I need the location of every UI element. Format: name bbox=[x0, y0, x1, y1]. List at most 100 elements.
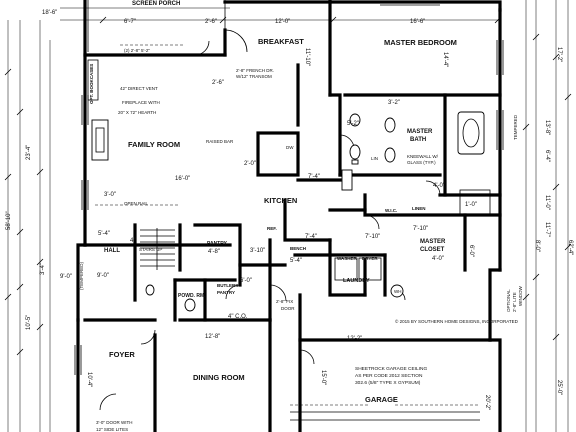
dim-kitchen-w2: 7'-4" bbox=[305, 234, 317, 240]
note-optional-window-1: OPTIONAL bbox=[506, 289, 511, 312]
room-screen-porch: SCREEN PORCH bbox=[132, 1, 180, 7]
dim-top-a: 18'-6" bbox=[42, 10, 57, 16]
dim-misc-i: 4" bbox=[130, 238, 135, 244]
dim-breakfast-d: 11'-10" bbox=[304, 48, 310, 66]
room-dining: DINING ROOM bbox=[193, 373, 245, 382]
note-lin: LIN bbox=[371, 156, 378, 161]
note-windows-top: (2) 2'-8" 5'-2" bbox=[124, 48, 150, 53]
room-bench: BENCH bbox=[290, 246, 306, 251]
dim-misc-c: 4'-0" bbox=[432, 256, 444, 262]
room-family-room: FAMILY ROOM bbox=[128, 140, 180, 149]
note-tempered: TEMPERED bbox=[513, 114, 518, 140]
dim-closet-w: 7'-10" bbox=[413, 226, 428, 232]
note-open-rail: OPEN RAIL bbox=[124, 201, 149, 206]
note-tempered-left: (TEMPERED) bbox=[79, 261, 84, 290]
dim-right-total: 62'-4" bbox=[567, 240, 573, 255]
dim-left-total: 58'-10" bbox=[6, 211, 12, 230]
note-fireplace-3: 20" X 72" HEARTH bbox=[118, 110, 156, 115]
note-kneewall-1: KNEEWALL W/ bbox=[407, 154, 439, 159]
note-optional-window-2: 2'-8" LITE bbox=[512, 292, 517, 312]
dim-garage-w: 12'-2" bbox=[347, 336, 362, 342]
note-fireplace-1: 42" DIRECT VENT bbox=[120, 86, 158, 91]
room-master-closet-1: MASTER bbox=[420, 239, 446, 245]
plan-dimensions: 6'-7" 2'-6" 12'-0" 16'-6" 14'-4" 11'-10"… bbox=[6, 10, 573, 410]
room-dryer: DRYER bbox=[362, 256, 378, 261]
note-front-door-2: 12" SIDE LITES bbox=[96, 427, 128, 432]
dim-kitchen-w: 7'-4" bbox=[308, 174, 320, 180]
dim-porch-w2: 2'-6" bbox=[205, 19, 217, 25]
dim-right-a: 17'-2" bbox=[556, 47, 562, 62]
dim-dining-w: 12'-8" bbox=[205, 334, 220, 340]
note-garage-ceiling-1: SHEETROCK GARAGE CEILING bbox=[355, 366, 428, 372]
dim-garage-w2: 20'-2" bbox=[484, 395, 490, 410]
note-optional-window-3: WINDOW bbox=[518, 286, 523, 306]
dim-misc-e: 9'-0" bbox=[60, 274, 72, 280]
room-labels: SCREEN PORCH BREAKFAST MASTER BEDROOM FA… bbox=[89, 1, 457, 404]
note-front-door-1: 3'-0" DOOR WITH bbox=[96, 420, 132, 425]
dim-misc-h: 5'-2" bbox=[347, 121, 359, 127]
dim-misc-g: 3'-2" bbox=[388, 100, 400, 106]
note-dw: DW bbox=[286, 145, 294, 150]
dim-pantry-d: 4'-8" bbox=[208, 249, 220, 255]
dim-right-e: 6'-4" bbox=[544, 150, 550, 162]
dim-right-c: 13'-8" bbox=[544, 120, 550, 135]
dimension-lines bbox=[4, 0, 572, 432]
room-powder: POWD. RM. bbox=[178, 293, 206, 299]
room-kitchen: KITCHEN bbox=[264, 196, 297, 205]
dim-garage-d: 15'-0" bbox=[320, 370, 326, 385]
note-stairs-up: STAIRS UP bbox=[139, 247, 162, 252]
dim-closet-d: 6'-0" bbox=[468, 245, 474, 257]
dim-bath-w: 4'-0" bbox=[433, 183, 445, 189]
dim-breakfast-w: 12'-0" bbox=[275, 19, 290, 25]
dim-family-d: 23'-4" bbox=[26, 145, 32, 160]
room-butlers-1: BUTLERS bbox=[217, 283, 238, 288]
room-hall: HALL bbox=[104, 248, 120, 254]
dim-master-bed-w: 16'-6" bbox=[410, 19, 425, 25]
interior-walls bbox=[83, 0, 502, 432]
room-pantry: PANTRY bbox=[207, 241, 228, 247]
note-copyright: © 2015 BY SOUTHERN HOME DESIGNS, INCORPO… bbox=[395, 318, 519, 324]
dim-misc-f: 2'-6" bbox=[212, 80, 224, 86]
room-bookcases: OPT. BOOKCASES bbox=[89, 64, 94, 104]
fixtures bbox=[87, 44, 491, 406]
note-wh: WH bbox=[394, 289, 402, 294]
note-french-door-2: W/12" TRANSOM bbox=[236, 74, 272, 79]
note-pocket-door-2: DOOR bbox=[281, 306, 295, 311]
dim-misc-a: 3'-0" bbox=[104, 192, 116, 198]
room-linen: LINEN bbox=[412, 206, 426, 211]
dim-family-w: 16'-0" bbox=[175, 176, 190, 182]
dim-left-c: 9'-0" bbox=[97, 273, 109, 279]
room-master-bedroom: MASTER BEDROOM bbox=[384, 38, 457, 47]
dim-right-d: 25'-0" bbox=[556, 380, 562, 395]
dim-master-bed-d: 14'-4" bbox=[442, 52, 448, 67]
dim-misc-n: 7'-10" bbox=[365, 234, 380, 240]
dim-foyer-w: 10'-4" bbox=[86, 372, 92, 387]
note-pocket-door-1: 2'-8" FIX bbox=[276, 299, 293, 304]
room-washer: WASHER bbox=[337, 256, 358, 261]
room-laundry: LAUNDRY bbox=[343, 278, 370, 284]
room-ref: REF. bbox=[267, 226, 277, 231]
dim-porch-w: 6'-7" bbox=[124, 19, 136, 25]
dim-misc-k: 3'-10" bbox=[250, 248, 265, 254]
dim-hall-w: 5'-4" bbox=[98, 231, 110, 237]
dim-misc-p: 11'-0" bbox=[544, 195, 550, 210]
dim-right-b: 11'-7" bbox=[544, 222, 550, 237]
dim-misc-b: 6'-0" bbox=[240, 278, 252, 284]
dim-misc-d: 5'-4" bbox=[290, 258, 302, 264]
note-fireplace-2: FIREPLACE WITH bbox=[122, 100, 160, 105]
dim-misc-o: 4" C.O. bbox=[228, 314, 248, 320]
dim-misc-l: 1'-0" bbox=[465, 202, 477, 208]
room-foyer: FOYER bbox=[109, 350, 135, 359]
note-garage-ceiling-3: 302.6 (5/8" TYPE X GYPSUM) bbox=[355, 380, 421, 386]
note-raised-bar: RAISED BAR bbox=[206, 139, 234, 144]
note-garage-ceiling-2: AS PER CODE 2012 SECTION bbox=[355, 373, 423, 379]
dim-misc-j: 2'-0" bbox=[244, 161, 256, 167]
room-master-closet-2: CLOSET bbox=[420, 247, 445, 253]
dim-left-a: 3'-4" bbox=[40, 263, 46, 275]
note-kneewall-2: GLASS (TYP.) bbox=[407, 160, 436, 165]
room-butlers-2: PANTRY bbox=[217, 290, 235, 295]
plan-notes: 2'-8" FRENCH DR. W/12" TRANSOM 42" DIREC… bbox=[79, 48, 523, 432]
room-master-bath-1: MASTER bbox=[407, 129, 433, 135]
